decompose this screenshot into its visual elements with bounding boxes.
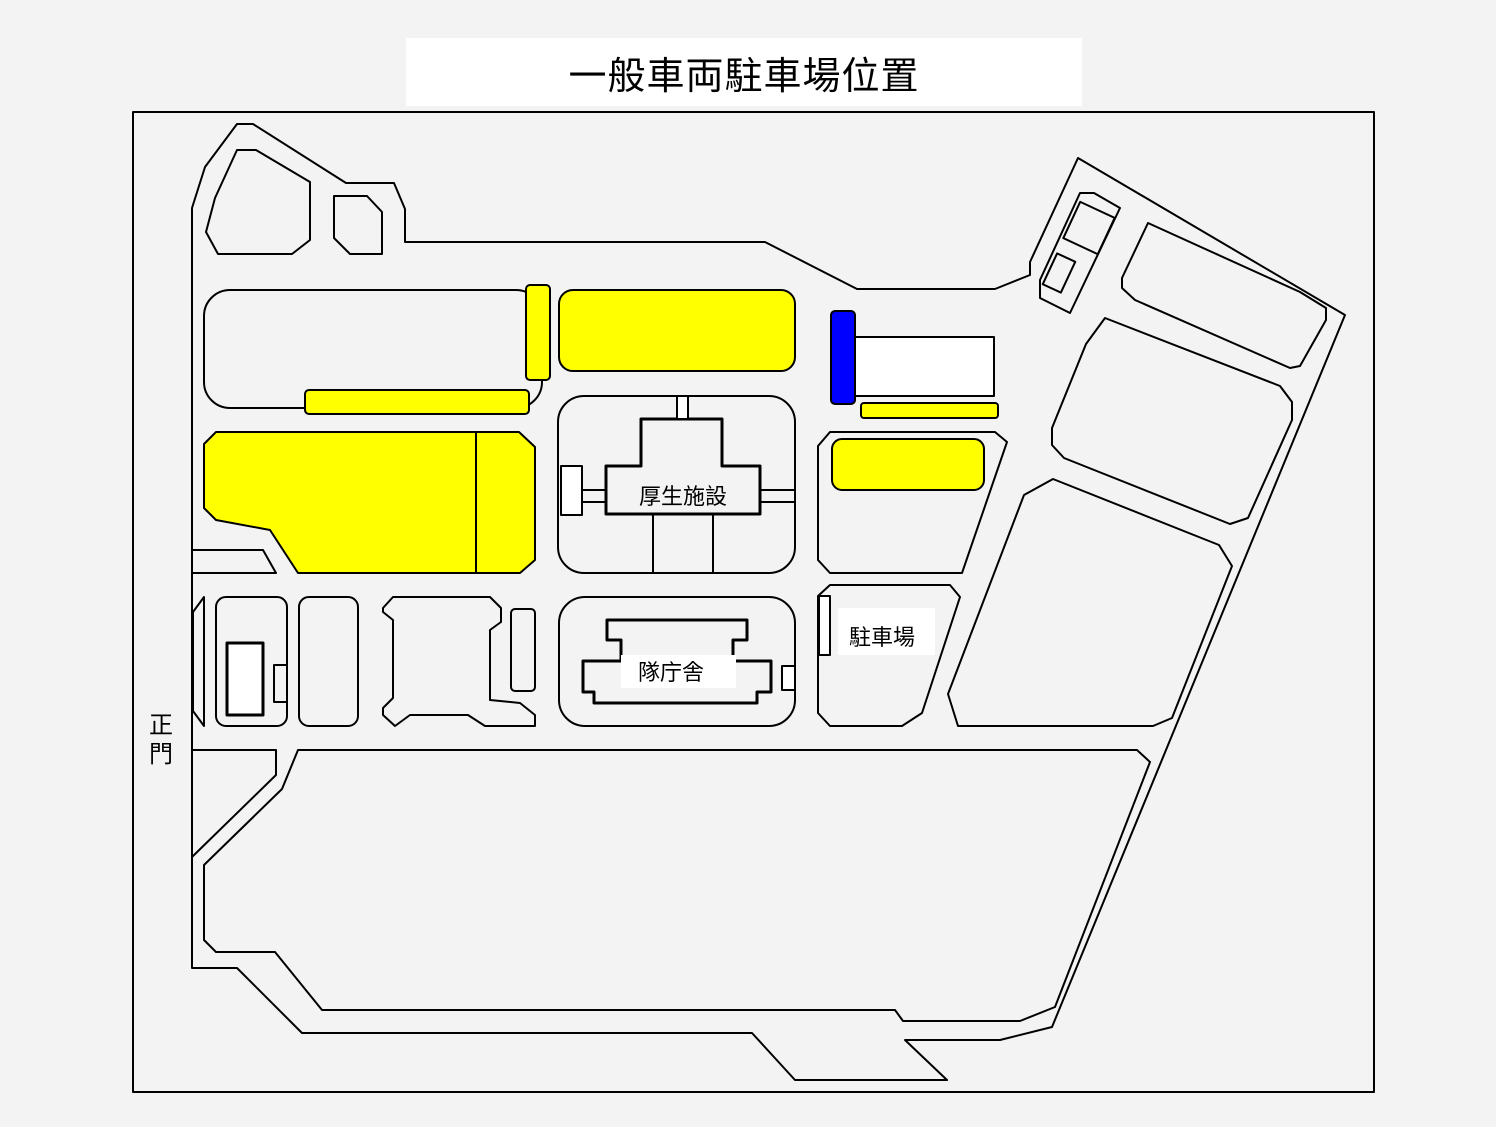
block-row3-4 [510, 608, 536, 692]
block-ne-2 [1051, 317, 1293, 525]
block-east-large [947, 478, 1233, 727]
parking-strip-horizontal [304, 389, 530, 415]
block-row3-2 [298, 596, 359, 727]
label-gate-2: 門 [149, 740, 173, 768]
block-ne-tilted [1039, 192, 1121, 314]
site-boundary [191, 123, 1346, 1081]
building-hq [581, 618, 773, 705]
title-banner: 一般車両駐車場位置 [406, 38, 1082, 106]
gate-building [225, 641, 265, 717]
parking-west-large [203, 431, 536, 574]
block-south-large [203, 749, 1151, 1022]
parking-label-bg [838, 608, 935, 655]
white-area-north [854, 336, 995, 397]
hq-label-bg [621, 655, 736, 688]
hq-stub [781, 665, 796, 691]
label-welfare: 厚生施設 [639, 485, 727, 510]
label-gate-1: 正 [149, 711, 173, 739]
ne-building-a [1062, 200, 1116, 256]
parking-strip-east [860, 402, 999, 419]
block-top-left [205, 149, 311, 255]
welfare-stub [560, 465, 583, 516]
block-gate-strip [192, 596, 205, 727]
block-ne-1 [1121, 222, 1327, 369]
parking-label-stub [818, 595, 831, 656]
welfare-connector-top [676, 395, 689, 420]
gate-building-stub [273, 664, 288, 703]
label-parking: 駐車場 [849, 626, 915, 651]
map-frame [132, 111, 1375, 1093]
block-hq [558, 596, 796, 727]
block-parking-label [817, 584, 961, 727]
building-welfare [604, 417, 762, 516]
block-row3-3 [382, 596, 536, 727]
label-hq: 隊庁舎 [638, 661, 704, 686]
block-gate-building [215, 596, 288, 727]
parking-marked-blue [830, 310, 856, 405]
parking-strip-vertical [525, 284, 551, 381]
ne-building-b [1041, 252, 1077, 294]
map-title: 一般車両駐車場位置 [568, 53, 920, 98]
block-top-small [333, 195, 383, 255]
parking-east [831, 438, 985, 491]
parking-north-center [558, 289, 796, 372]
block-east-parking [817, 431, 1008, 574]
